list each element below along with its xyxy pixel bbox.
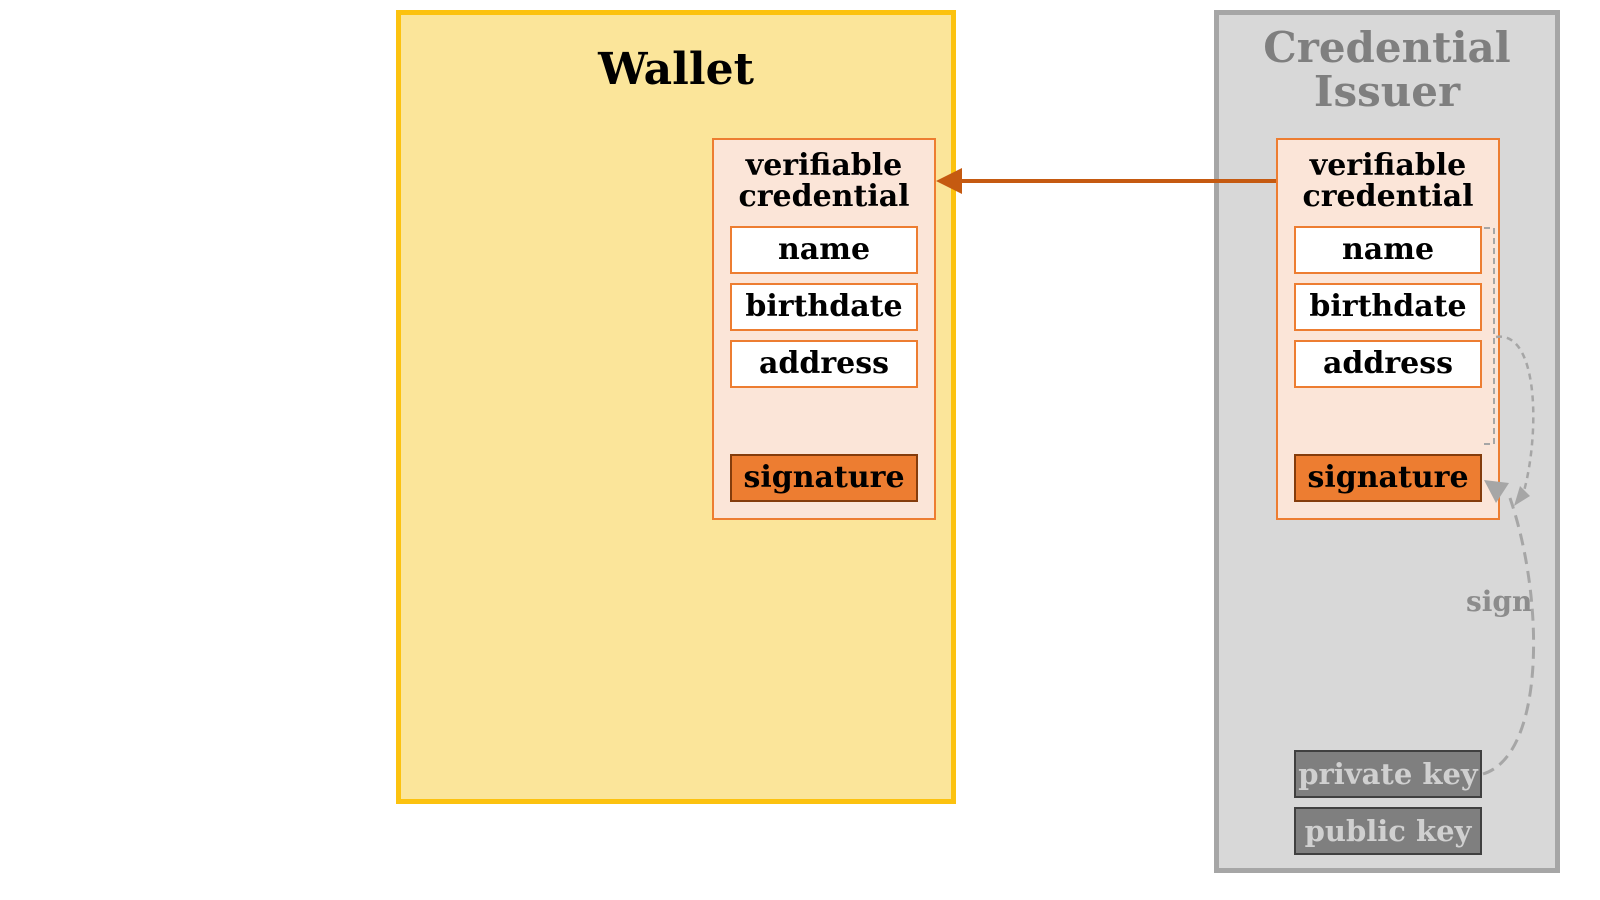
issuer-credential-title: verifiable credential	[1276, 150, 1500, 212]
wallet-credential-title-line1: verifiable	[745, 148, 903, 183]
issuer-field-address: address	[1294, 340, 1482, 388]
wallet-title: Wallet	[598, 44, 754, 95]
wallet-field-name: name	[730, 226, 918, 274]
issuer-credential-title-line1: verifiable	[1309, 148, 1467, 183]
sign-arrowhead	[1484, 480, 1509, 503]
public-key: public key	[1294, 807, 1482, 855]
wallet-credential-title-line2: credential	[738, 179, 910, 214]
wallet-credential-title: verifiable credential	[712, 150, 936, 212]
issuer-field-birthdate: birthdate	[1294, 283, 1482, 331]
wallet-field-address: address	[730, 340, 918, 388]
issuer-signature: signature	[1294, 454, 1482, 502]
signed-fields-bracket	[1484, 227, 1495, 445]
wallet-field-birthdate: birthdate	[730, 283, 918, 331]
sign-label: sign	[1466, 585, 1533, 618]
issuer-title-line2: Issuer	[1313, 67, 1461, 116]
hash-arrowhead	[1514, 486, 1530, 506]
sign-arrow	[1482, 497, 1536, 776]
hash-to-signature-arrow	[1495, 335, 1535, 499]
issuer-field-name: name	[1294, 226, 1482, 274]
issue-arrow	[936, 168, 1276, 194]
private-key: private key	[1294, 750, 1482, 798]
issuer-title: Credential Issuer	[1214, 26, 1560, 114]
wallet-signature: signature	[730, 454, 918, 502]
issuer-title-line1: Credential	[1263, 23, 1511, 72]
issuer-credential-title-line2: credential	[1302, 179, 1474, 214]
